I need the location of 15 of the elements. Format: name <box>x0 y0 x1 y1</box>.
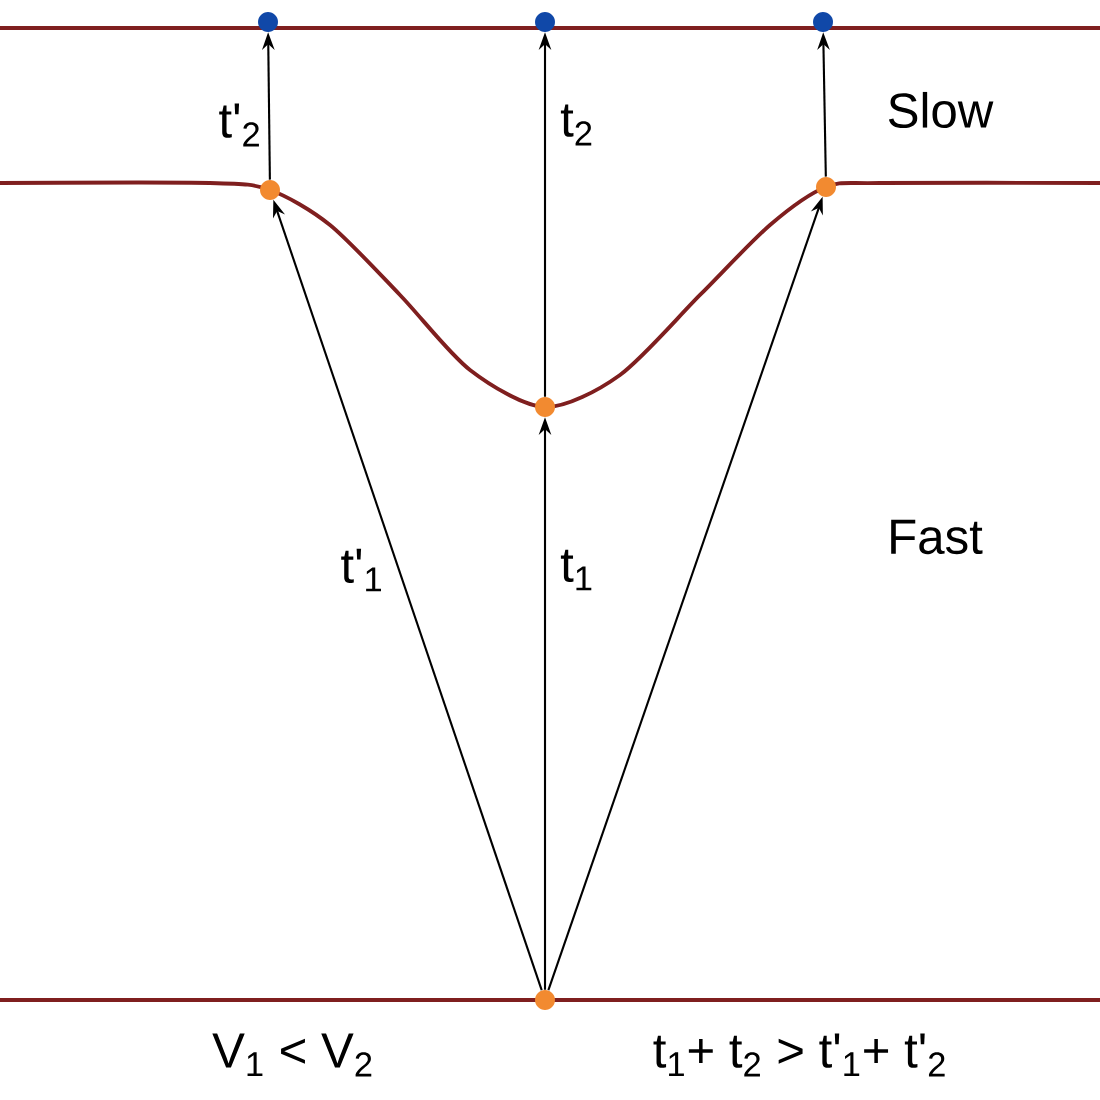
region-label: V$_{1}$ < V$_{2}$ <box>212 1033 372 1077</box>
region-label: Fast <box>891 519 983 555</box>
point-dot <box>816 177 836 197</box>
point-dot <box>258 12 278 32</box>
point-dot <box>535 12 555 32</box>
region-label: Slow <box>888 91 994 129</box>
edge-label: t'$_{1}$ <box>341 548 381 592</box>
region-label: t$_{1}$+ t$_{2}$ > t'$_{1}$+ t'$_{2}$ <box>653 1033 945 1077</box>
edge-label: t'$_{2}$ <box>219 103 259 147</box>
point-dot <box>260 180 280 200</box>
point-dot <box>813 12 833 32</box>
point-dot <box>535 397 555 417</box>
edge-label: t$_{1}$ <box>560 549 592 591</box>
edge-label: t$_{2}$ <box>560 104 592 146</box>
point-dot <box>535 990 555 1010</box>
